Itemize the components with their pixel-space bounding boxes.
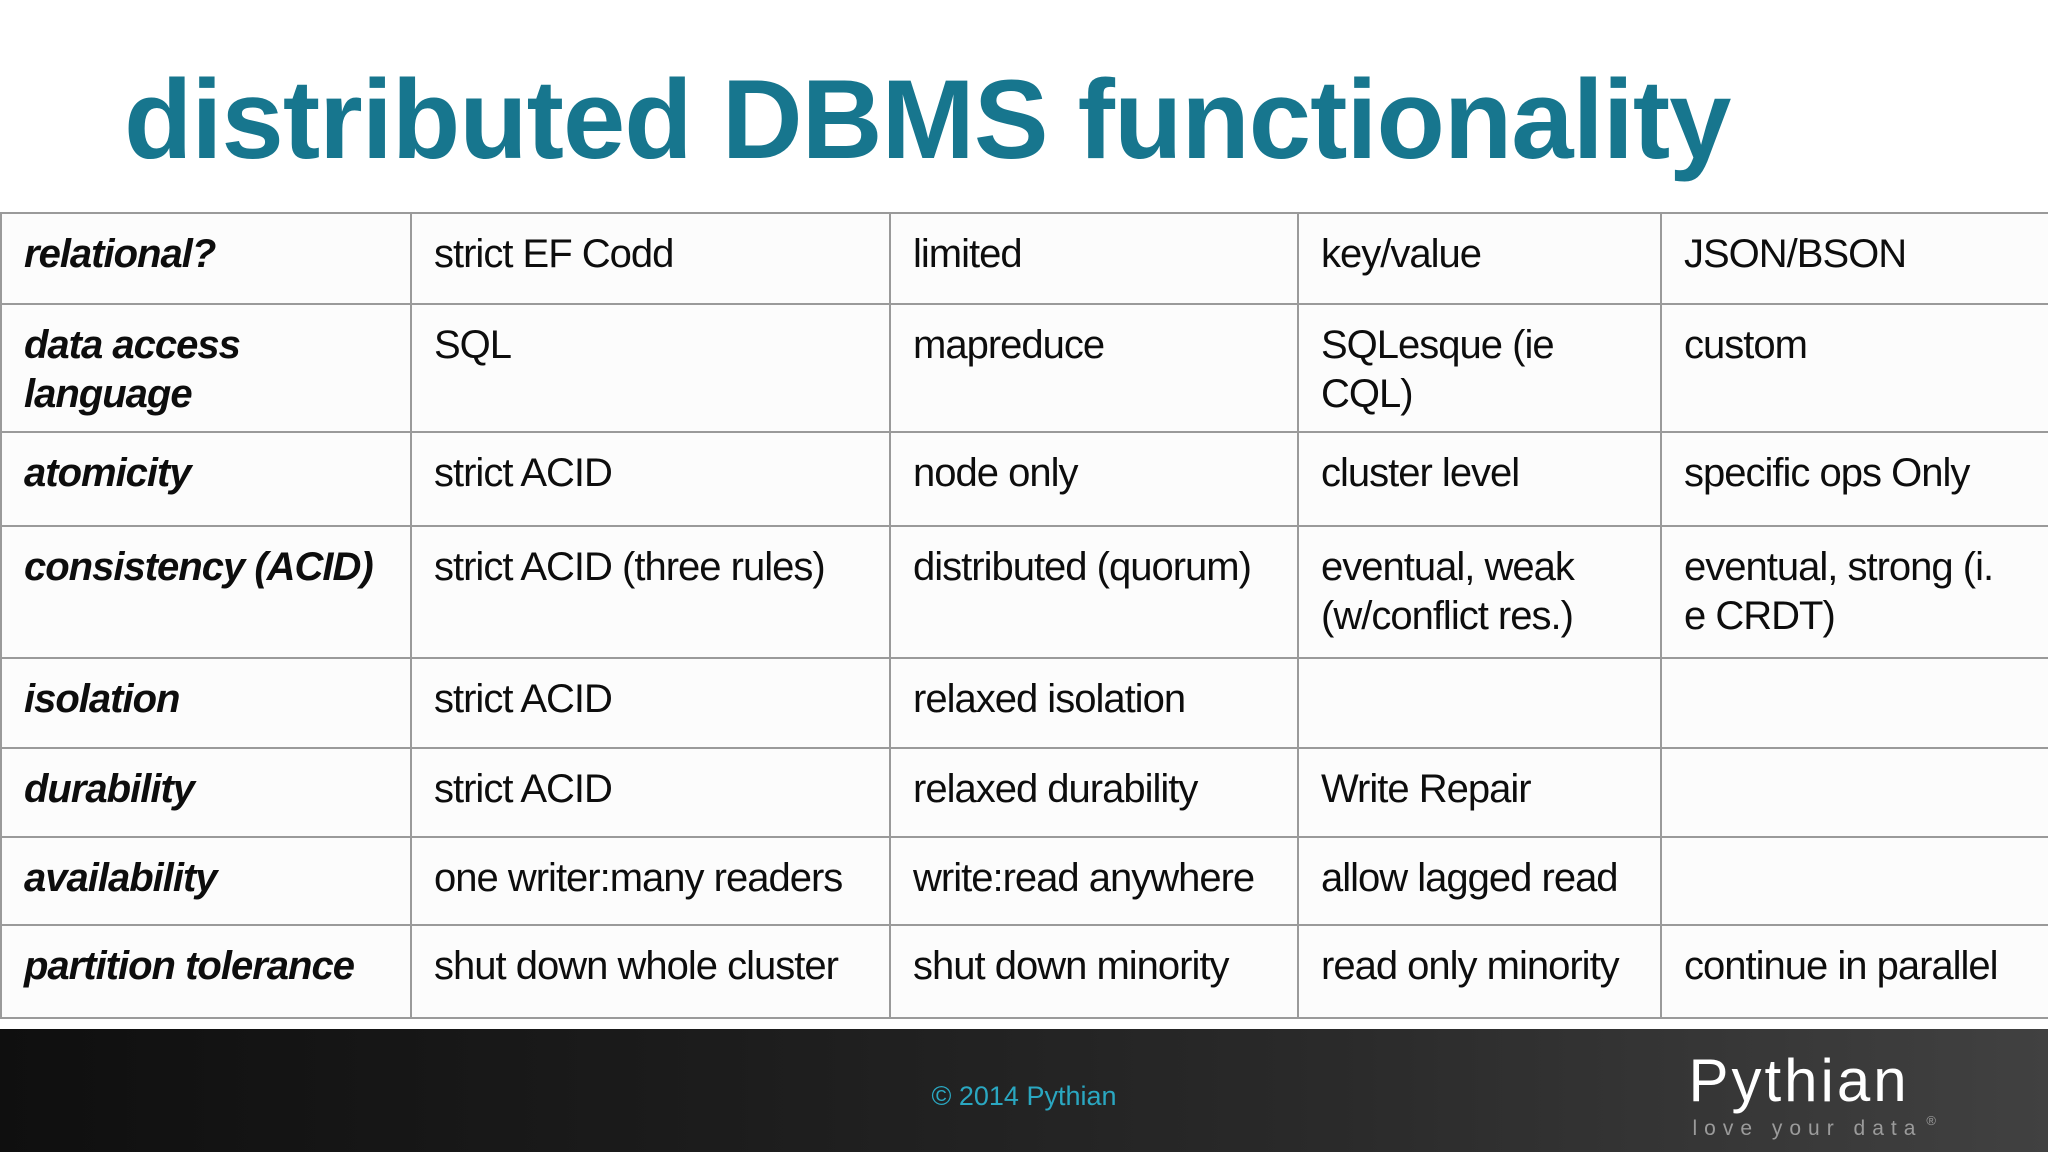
table-cell: allow lagged read bbox=[1297, 836, 1662, 926]
copyright-text: © 2014 Pythian bbox=[931, 1081, 1117, 1111]
table-cell: SQLesque (ie CQL) bbox=[1297, 303, 1662, 433]
table-cell: strict ACID bbox=[410, 657, 891, 749]
table-cell: eventual, strong (i. e CRDT) bbox=[1660, 525, 2048, 659]
table-cell: continue in parallel bbox=[1660, 924, 2048, 1019]
table-cell bbox=[1660, 657, 2048, 749]
table-cell: write:read anywhere bbox=[889, 836, 1299, 926]
table-cell: one writer:many readers bbox=[410, 836, 891, 926]
table-cell: relaxed durability bbox=[889, 747, 1299, 838]
registered-trademark-icon: ® bbox=[1926, 1113, 1936, 1128]
table-cell: key/value bbox=[1297, 212, 1662, 305]
pythian-logo: Pythian love your data® bbox=[1688, 1051, 1936, 1141]
table-cell: mapreduce bbox=[889, 303, 1299, 433]
table-cell: specific ops Only bbox=[1660, 431, 2048, 527]
table-cell: strict ACID (three rules) bbox=[410, 525, 891, 659]
row-header-cell: relational? bbox=[0, 212, 412, 305]
table-cell: JSON/BSON bbox=[1660, 212, 2048, 305]
row-header-cell: partition tolerance bbox=[0, 924, 412, 1019]
table-cell: eventual, weak (w/conflict res.) bbox=[1297, 525, 1662, 659]
row-header-cell: durability bbox=[0, 747, 412, 838]
table-cell bbox=[1660, 747, 2048, 838]
row-header-cell: isolation bbox=[0, 657, 412, 749]
row-header-cell: data access language bbox=[0, 303, 412, 433]
table-cell: Write Repair bbox=[1297, 747, 1662, 838]
table-cell bbox=[1297, 657, 1662, 749]
table-cell: custom bbox=[1660, 303, 2048, 433]
pythian-logo-tagline-row: love your data® bbox=[1688, 1113, 1936, 1141]
table-cell: strict ACID bbox=[410, 747, 891, 838]
table-row: consistency (ACID)strict ACID (three rul… bbox=[0, 525, 2048, 659]
table-cell: shut down minority bbox=[889, 924, 1299, 1019]
table-cell: node only bbox=[889, 431, 1299, 527]
pythian-logo-wordmark: Pythian bbox=[1688, 1047, 1910, 1114]
row-header-cell: atomicity bbox=[0, 431, 412, 527]
table-cell: strict EF Codd bbox=[410, 212, 891, 305]
table-cell: shut down whole cluster bbox=[410, 924, 891, 1019]
table-cell bbox=[1660, 836, 2048, 926]
table-cell: read only minority bbox=[1297, 924, 1662, 1019]
table-cell: strict ACID bbox=[410, 431, 891, 527]
slide-title: distributed DBMS functionality bbox=[124, 57, 1731, 182]
row-header-cell: availability bbox=[0, 836, 412, 926]
table-cell: distributed (quorum) bbox=[889, 525, 1299, 659]
table-cell: SQL bbox=[410, 303, 891, 433]
pythian-logo-tagline: love your data bbox=[1692, 1117, 1923, 1140]
table-cell: cluster level bbox=[1297, 431, 1662, 527]
table-cell: limited bbox=[889, 212, 1299, 305]
footer-bar: © 2014 Pythian Pythian love your data® bbox=[0, 1029, 2048, 1152]
table-cell: relaxed isolation bbox=[889, 657, 1299, 749]
row-header-cell: consistency (ACID) bbox=[0, 525, 412, 659]
